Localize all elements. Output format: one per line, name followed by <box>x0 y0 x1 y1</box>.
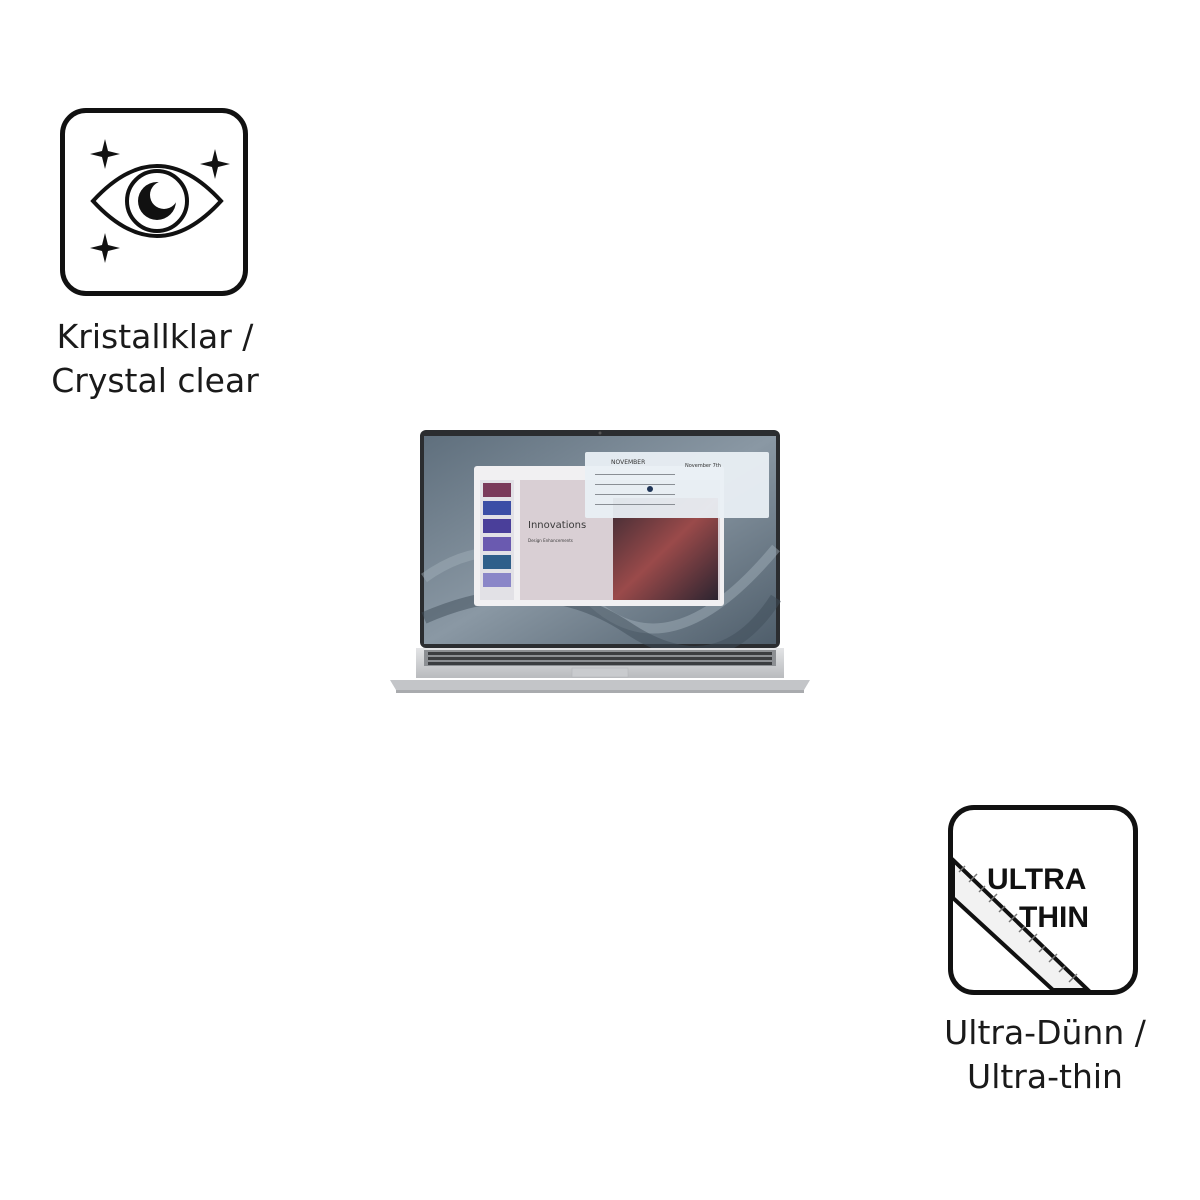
screen-app-title: Innovations <box>528 520 586 531</box>
sparkling-eye-icon <box>90 139 230 263</box>
screen-app-subtitle: Design Enhancements <box>528 538 573 543</box>
crystal-clear-caption-line1: Kristallklar / <box>56 317 254 356</box>
laptop-image: Innovations Design Enhancements NOVEMBER… <box>390 430 810 693</box>
ultra-thin-caption: Ultra-Dünn / Ultra-thin <box>920 1011 1170 1099</box>
crystal-clear-icon-box <box>60 108 248 296</box>
ultra-thin-ruler-icon <box>953 857 1091 990</box>
screen-calendar-month: NOVEMBER <box>611 459 645 466</box>
ultra-thin-caption-line2: Ultra-thin <box>967 1057 1123 1096</box>
crystal-clear-caption-line2: Crystal clear <box>51 361 259 400</box>
ultra-thin-icon-box: ULTRA THIN <box>948 805 1138 995</box>
ultra-thin-caption-line1: Ultra-Dünn / <box>944 1013 1146 1052</box>
crystal-clear-caption: Kristallklar / Crystal clear <box>40 315 270 403</box>
screen-agenda-date: November 7th <box>685 463 721 469</box>
ultra-badge-line2: THIN <box>1019 901 1089 934</box>
ultra-badge-line1: ULTRA <box>987 863 1087 896</box>
